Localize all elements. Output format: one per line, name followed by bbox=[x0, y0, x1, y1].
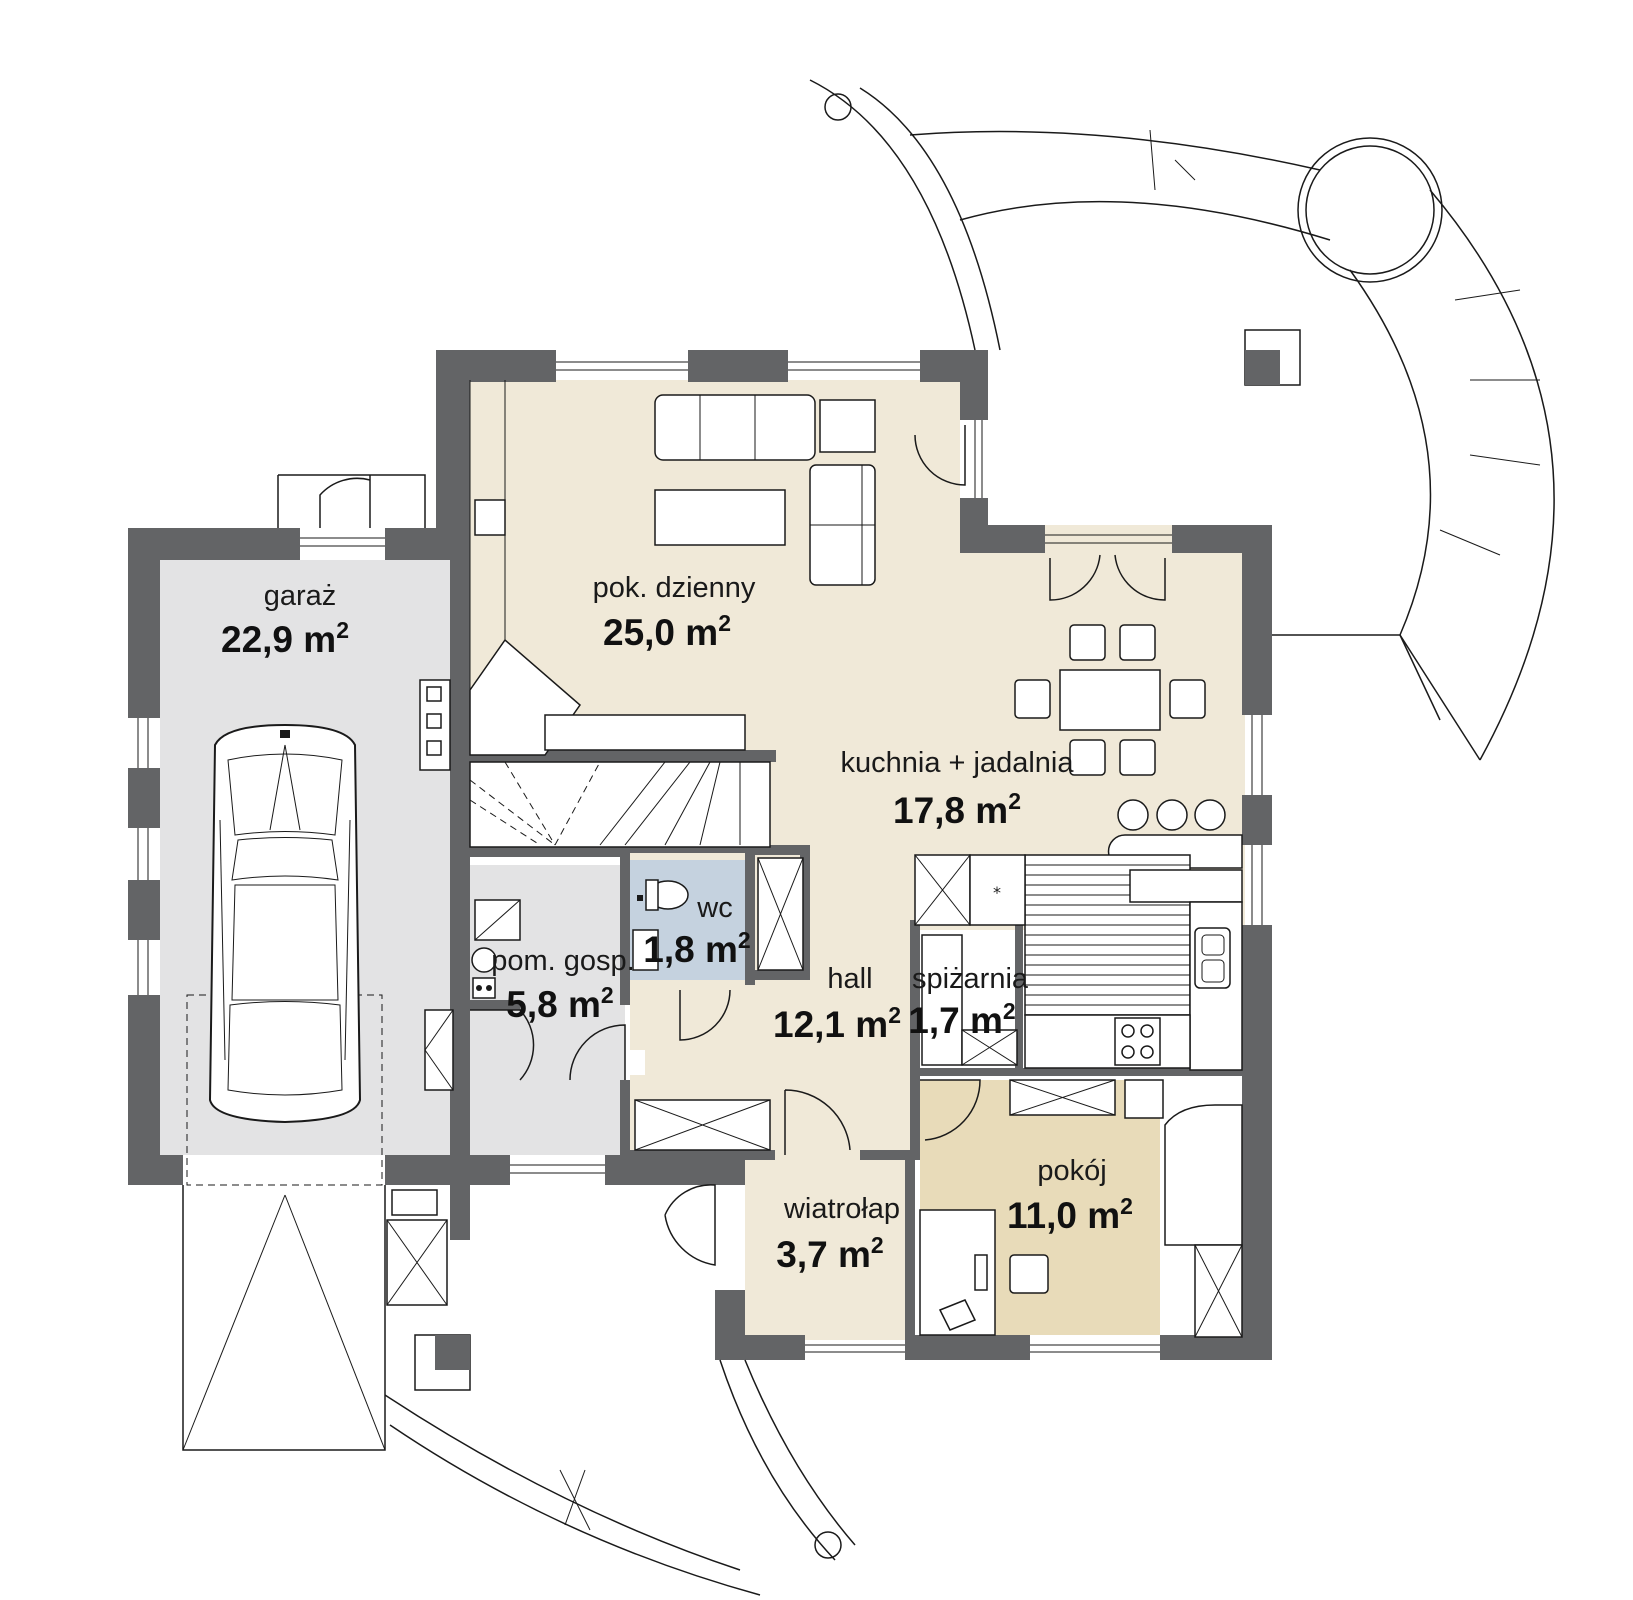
room-name: pok. dzienny bbox=[593, 572, 756, 604]
area-unit-superscript: 2 bbox=[718, 610, 731, 636]
terrace bbox=[182, 79, 1555, 1596]
room-area: 3,7 m bbox=[776, 1234, 871, 1275]
room-label-pokoj: pokój 11,0 m2 bbox=[1007, 1155, 1133, 1236]
room-name: hall bbox=[827, 963, 872, 995]
area-unit-superscript: 2 bbox=[738, 927, 751, 953]
room-name: kuchnia + jadalnia bbox=[841, 747, 1075, 779]
living-room-furniture bbox=[419, 380, 876, 771]
area-unit-superscript: 2 bbox=[1008, 788, 1021, 814]
room-label-spizarnia: spiżarnia 1,7 m2 bbox=[908, 963, 1029, 1041]
walls bbox=[128, 350, 1272, 1360]
room-label-wiatrolap: wiatrołap 3,7 m2 bbox=[776, 1193, 900, 1275]
svg-text:12,1 m2: 12,1 m2 bbox=[773, 1002, 901, 1045]
room-area: 12,1 m bbox=[773, 1004, 888, 1045]
room-area: 1,7 m bbox=[908, 1000, 1003, 1041]
room-area: 22,9 m bbox=[221, 619, 336, 660]
room-label-kuchnia: kuchnia + jadalnia 17,8 m2 bbox=[841, 747, 1075, 831]
room-name: wiatrołap bbox=[783, 1193, 900, 1225]
room-area: 11,0 m bbox=[1007, 1195, 1120, 1236]
svg-text:*: * bbox=[993, 883, 1001, 902]
room-area: 5,8 m bbox=[506, 984, 601, 1025]
area-unit-superscript: 2 bbox=[871, 1232, 884, 1258]
area-unit-superscript: 2 bbox=[601, 982, 614, 1008]
area-unit-superscript: 2 bbox=[336, 617, 349, 643]
room-labels: garaż 22,9 m2 pok. dzienny 25,0 m2 kuchn… bbox=[221, 572, 1133, 1275]
svg-text:3,7 m2: 3,7 m2 bbox=[776, 1232, 883, 1275]
area-unit-superscript: 2 bbox=[1120, 1193, 1133, 1219]
svg-text:5,8 m2: 5,8 m2 bbox=[506, 982, 613, 1025]
room-label-wc: wc 1,8 m2 bbox=[643, 892, 750, 970]
room-area: 25,0 m bbox=[603, 612, 718, 653]
dining-furniture: * bbox=[914, 624, 1243, 1071]
room-name: pom. gosp. bbox=[491, 945, 634, 977]
wc-fixtures bbox=[632, 879, 689, 971]
room-name: garaż bbox=[264, 580, 337, 612]
svg-text:17,8 m2: 17,8 m2 bbox=[893, 788, 1021, 831]
room-area: 1,8 m bbox=[643, 929, 738, 970]
area-unit-superscript: 2 bbox=[1003, 998, 1016, 1024]
svg-text:1,7 m2: 1,7 m2 bbox=[908, 998, 1015, 1041]
room-label-pok-dzienny: pok. dzienny 25,0 m2 bbox=[593, 572, 756, 653]
pantry-shelves bbox=[921, 934, 1018, 1066]
vestibule-floor bbox=[745, 1150, 910, 1340]
room-area: 17,8 m bbox=[893, 790, 1008, 831]
car bbox=[186, 723, 383, 1186]
pokoj-furniture bbox=[919, 1079, 1243, 1338]
room-label-hall: hall 12,1 m2 bbox=[773, 963, 901, 1045]
room-label-pom-gosp: pom. gosp. 5,8 m2 bbox=[491, 945, 634, 1025]
stairs bbox=[469, 761, 771, 848]
svg-text:25,0 m2: 25,0 m2 bbox=[603, 610, 731, 653]
svg-text:1,8 m2: 1,8 m2 bbox=[643, 927, 750, 970]
room-name: pokój bbox=[1037, 1155, 1106, 1187]
svg-text:11,0 m2: 11,0 m2 bbox=[1007, 1193, 1133, 1236]
hall-furniture bbox=[424, 857, 804, 1151]
area-unit-superscript: 2 bbox=[888, 1002, 901, 1028]
room-label-garaz: garaż 22,9 m2 bbox=[221, 580, 349, 660]
svg-text:22,9 m2: 22,9 m2 bbox=[221, 617, 349, 660]
room-name: wc bbox=[696, 892, 732, 924]
room-name: spiżarnia bbox=[912, 963, 1029, 995]
windows bbox=[137, 361, 1263, 1353]
